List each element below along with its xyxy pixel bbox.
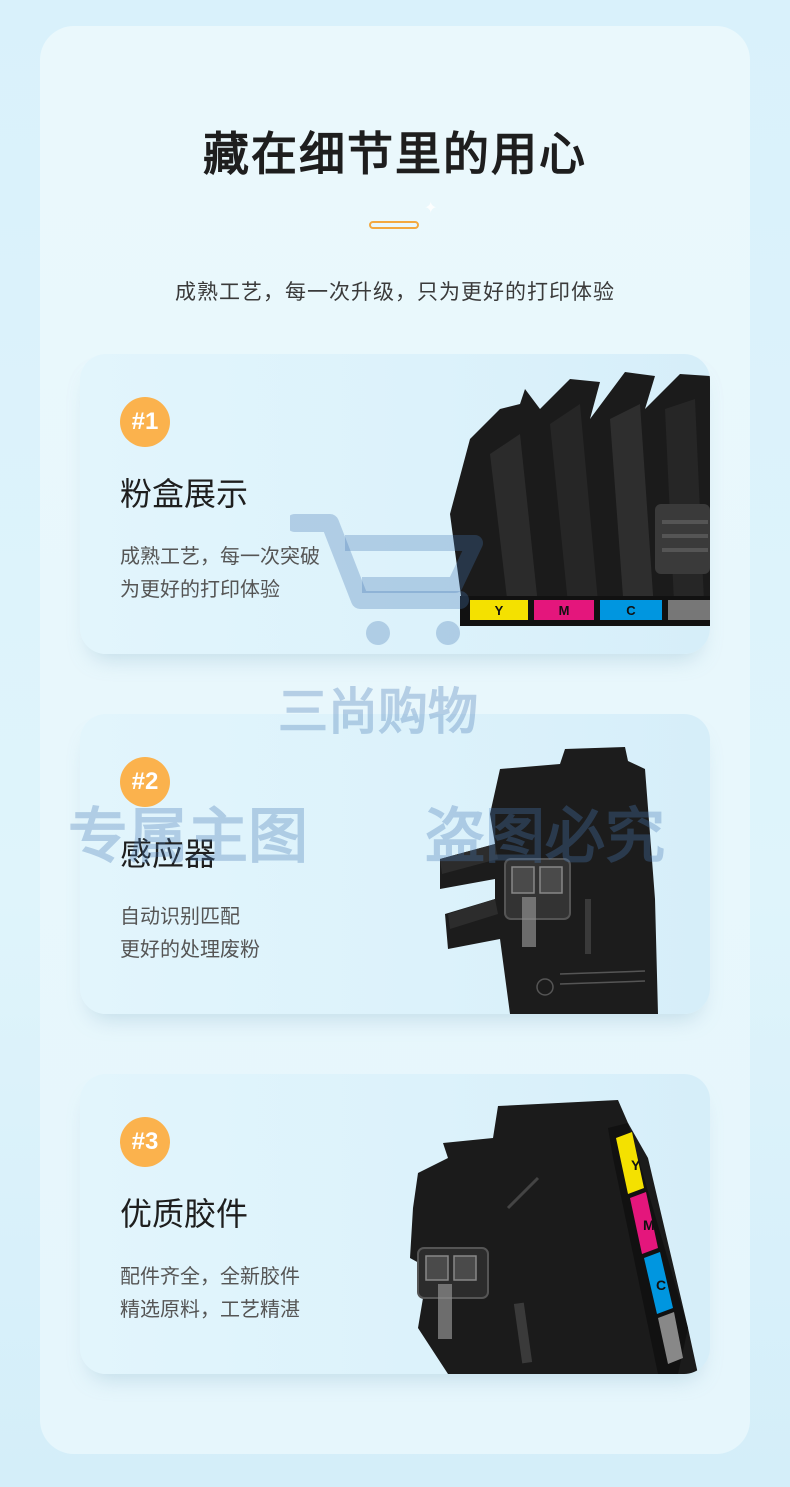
feature-desc-line: 成熟工艺，每一次突破 bbox=[120, 544, 320, 568]
feature-desc-line: 自动识别匹配 bbox=[120, 904, 240, 928]
feature-card-sensor: #2 感应器 自动识别匹配 更好的处理废粉 bbox=[80, 714, 710, 1014]
cartridge-side-image: Y M C bbox=[410, 1100, 698, 1374]
sensor-image bbox=[440, 747, 658, 1014]
color-label-m: M bbox=[643, 1217, 655, 1233]
feature-card-rubber: #3 优质胶件 配件齐全，全新胶件 精选原料，工艺精湛 Y M C bbox=[80, 1074, 710, 1374]
feature-desc: 自动识别匹配 更好的处理废粉 bbox=[120, 900, 260, 966]
feature-desc: 成熟工艺，每一次突破 为更好的打印体验 bbox=[120, 540, 320, 606]
page-title: 藏在细节里的用心 bbox=[203, 127, 587, 181]
feature-desc-line: 更好的处理废粉 bbox=[120, 937, 260, 961]
feature-badge: #3 bbox=[120, 1117, 170, 1167]
page-subtitle: 成熟工艺，每一次升级，只为更好的打印体验 bbox=[175, 280, 615, 304]
feature-card-toner: #1 粉盒展示 成熟工艺，每一次突破 为更好的打印体验 Y M C bbox=[80, 354, 710, 654]
feature-desc: 配件齐全，全新胶件 精选原料，工艺精湛 bbox=[120, 1260, 300, 1326]
color-label-c: C bbox=[626, 603, 636, 618]
feature-badge: #1 bbox=[120, 397, 170, 447]
color-label-y: Y bbox=[495, 603, 504, 618]
color-label-y: Y bbox=[631, 1157, 641, 1173]
feature-title: 优质胶件 bbox=[120, 1195, 249, 1233]
feature-desc-line: 为更好的打印体验 bbox=[120, 577, 280, 601]
color-label-c: C bbox=[656, 1277, 666, 1293]
title-underline bbox=[369, 221, 419, 229]
feature-title: 粉盒展示 bbox=[120, 475, 249, 513]
feature-title: 感应器 bbox=[120, 835, 217, 873]
feature-desc-line: 配件齐全，全新胶件 bbox=[120, 1264, 300, 1288]
feature-desc-line: 精选原料，工艺精湛 bbox=[120, 1297, 300, 1321]
sparkle-icon: ✦ bbox=[424, 198, 438, 217]
feature-badge: #2 bbox=[120, 757, 170, 807]
color-label-m: M bbox=[559, 603, 570, 618]
cart-watermark-icon bbox=[290, 514, 483, 645]
toner-cartridge-image: Y M C bbox=[450, 372, 710, 626]
